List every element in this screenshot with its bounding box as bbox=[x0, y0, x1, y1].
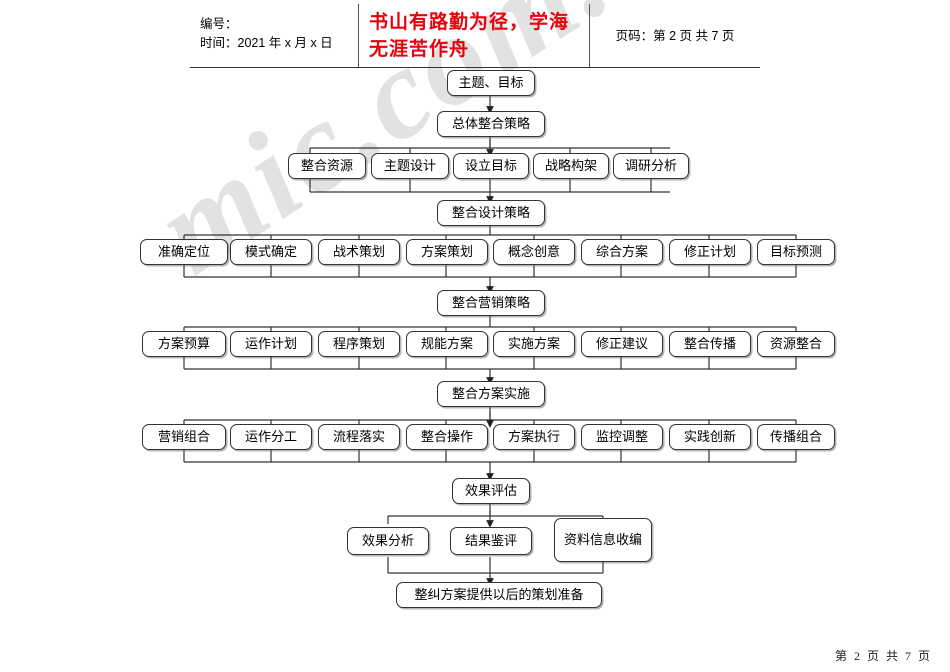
node-row4-5[interactable]: 方案执行 bbox=[493, 424, 575, 450]
node-row3-8[interactable]: 资源整合 bbox=[757, 331, 835, 357]
node-row3-5[interactable]: 实施方案 bbox=[493, 331, 575, 357]
header-right-cell: 页码：第 2 页 共 7 页 bbox=[590, 4, 760, 67]
node-design-strategy[interactable]: 整合设计策略 bbox=[437, 200, 545, 226]
node-row1-4[interactable]: 战略构架 bbox=[533, 153, 609, 179]
node-row3-4[interactable]: 规能方案 bbox=[406, 331, 488, 357]
node-row5-1[interactable]: 效果分析 bbox=[347, 527, 429, 555]
header-left-cell: 编号： 时间：2021 年 x 月 x 日 bbox=[190, 4, 359, 67]
node-row3-1[interactable]: 方案预算 bbox=[142, 331, 226, 357]
node-row3-7[interactable]: 整合传播 bbox=[669, 331, 751, 357]
node-marketing-strategy[interactable]: 整合营销策略 bbox=[437, 290, 545, 316]
node-row1-5[interactable]: 调研分析 bbox=[613, 153, 689, 179]
node-row1-3[interactable]: 设立目标 bbox=[453, 153, 529, 179]
node-row2-7[interactable]: 修正计划 bbox=[669, 239, 751, 265]
node-row1-1[interactable]: 整合资源 bbox=[288, 153, 366, 179]
header-code-label: 编号： bbox=[200, 16, 238, 31]
node-overall-strategy[interactable]: 总体整合策略 bbox=[437, 111, 545, 137]
node-row2-2[interactable]: 模式确定 bbox=[230, 239, 312, 265]
node-row1-2[interactable]: 主题设计 bbox=[371, 153, 449, 179]
node-row5-2[interactable]: 结果鉴评 bbox=[450, 527, 532, 555]
node-final-preparation[interactable]: 整纠方案提供以后的策划准备 bbox=[396, 582, 602, 608]
page-header: 编号： 时间：2021 年 x 月 x 日 书山有路勤为径，学海无涯苦作舟 页码… bbox=[190, 4, 760, 68]
node-row4-7[interactable]: 实践创新 bbox=[669, 424, 751, 450]
page-footer: 第 2 页 共 7 页 bbox=[834, 649, 932, 663]
header-center-cell: 书山有路勤为径，学海无涯苦作舟 bbox=[359, 4, 590, 67]
header-slogan: 书山有路勤为径，学海无涯苦作舟 bbox=[369, 11, 570, 60]
node-row4-3[interactable]: 流程落实 bbox=[318, 424, 400, 450]
node-row3-2[interactable]: 运作计划 bbox=[230, 331, 312, 357]
header-date-label: 时间：2021 年 x 月 x 日 bbox=[200, 36, 333, 50]
node-effect-evaluation[interactable]: 效果评估 bbox=[452, 478, 530, 504]
node-row3-6[interactable]: 修正建议 bbox=[581, 331, 663, 357]
node-row2-5[interactable]: 概念创意 bbox=[493, 239, 575, 265]
node-row3-3[interactable]: 程序策划 bbox=[318, 331, 400, 357]
node-row5-3[interactable]: 资料信息收编 bbox=[554, 518, 652, 562]
node-row2-1[interactable]: 准确定位 bbox=[140, 239, 228, 265]
node-row2-8[interactable]: 目标预测 bbox=[757, 239, 835, 265]
node-row2-3[interactable]: 战术策划 bbox=[318, 239, 400, 265]
header-page-number: 页码：第 2 页 共 7 页 bbox=[615, 28, 735, 43]
node-row4-8[interactable]: 传播组合 bbox=[757, 424, 835, 450]
node-row2-6[interactable]: 综合方案 bbox=[581, 239, 663, 265]
node-row4-6[interactable]: 监控调整 bbox=[581, 424, 663, 450]
node-theme-goal[interactable]: 主题、目标 bbox=[447, 70, 535, 96]
node-row4-4[interactable]: 整合操作 bbox=[406, 424, 488, 450]
node-row2-4[interactable]: 方案策划 bbox=[406, 239, 488, 265]
node-row4-2[interactable]: 运作分工 bbox=[230, 424, 312, 450]
node-implementation[interactable]: 整合方案实施 bbox=[437, 381, 545, 407]
node-row4-1[interactable]: 营销组合 bbox=[142, 424, 226, 450]
